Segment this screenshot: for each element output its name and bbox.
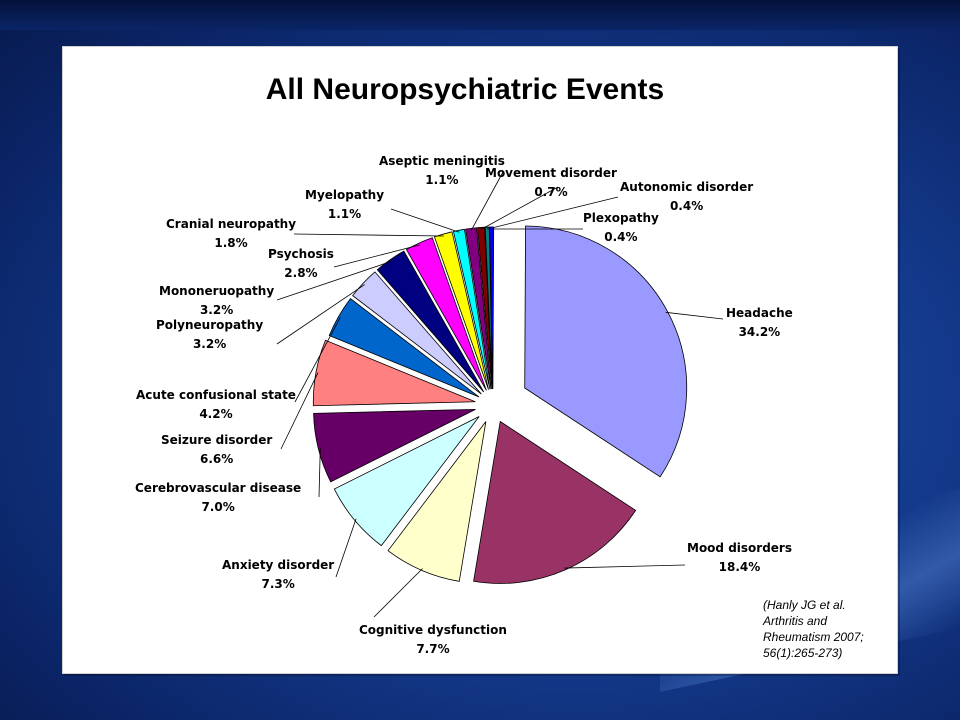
- pie-slice-anxiety-disorder: [333, 416, 480, 547]
- pie-slice-plexopathy: [489, 226, 495, 390]
- slice-value-label: 7.3%: [261, 577, 294, 591]
- slice-value-label: 4.2%: [199, 407, 232, 421]
- slice-label: Headache: [726, 306, 793, 320]
- slice-value-label: 1.8%: [214, 236, 247, 250]
- slice-value-label: 34.2%: [739, 325, 781, 339]
- leader-line: [487, 196, 619, 230]
- slice-label: Mononeruopathy: [159, 284, 274, 298]
- pie-chart: Headache 34.2% Mood disorders 18.4% Cognitiv…: [135, 154, 793, 656]
- slice-label: Mood disorders: [687, 541, 792, 555]
- leader-line: [318, 448, 321, 498]
- slice-label: Psychosis: [268, 247, 334, 261]
- leader-line: [276, 284, 365, 345]
- slice-label: Myelopathy: [305, 188, 384, 202]
- leader-line: [665, 311, 724, 320]
- leader-line: [276, 261, 392, 301]
- slice-label: Polyneuropathy: [156, 318, 263, 332]
- slice-label: Seizure disorder: [161, 433, 272, 447]
- slice-label: Movement disorder: [485, 166, 617, 180]
- slice-value-label: 18.4%: [719, 560, 761, 574]
- pie-slice-headache: [524, 225, 688, 478]
- slice-value-label: 0.7%: [534, 185, 567, 199]
- slice-value-label: 0.4%: [670, 199, 703, 213]
- leader-line: [293, 233, 444, 237]
- leader-line: [335, 518, 357, 578]
- leader-line: [470, 171, 504, 231]
- leader-line: [373, 568, 423, 618]
- pie-slice-aseptic-meningitis: [465, 227, 492, 390]
- pie-slice-mononeruopathy: [376, 250, 485, 393]
- pie-slice-cognitive-dysfunction: [387, 421, 487, 582]
- pie-slice-myelopathy: [452, 228, 491, 390]
- slice-label: Aseptic meningitis: [379, 154, 505, 168]
- pie-slice-seizure-disorder: [312, 339, 476, 407]
- slice-value-label: 7.0%: [201, 500, 234, 514]
- pie-slice-mood-disorders: [473, 420, 637, 584]
- pie-slice-psychosis: [405, 237, 487, 391]
- slice-label: Cranial neuropathy: [166, 217, 296, 231]
- slice-value-label: 2.8%: [284, 266, 317, 280]
- leader-line: [280, 372, 319, 450]
- leader-line: [480, 186, 559, 230]
- pie-slice-cerebrovascular-disease: [313, 408, 476, 483]
- slice-value-label: 1.1%: [328, 207, 361, 221]
- slice-value-label: 3.2%: [193, 337, 226, 351]
- slice-label: Acute confusional state: [136, 388, 296, 402]
- leader-line: [564, 564, 686, 569]
- slice-label: Plexopathy: [583, 211, 659, 225]
- pie-slice-polyneuropathy: [352, 271, 482, 395]
- slice-label: Cognitive dysfunction: [359, 623, 507, 637]
- citation-line: Rheumatism 2007;: [763, 630, 864, 644]
- citation-line: (Hanly JG et al.: [763, 598, 846, 612]
- pie-slice-cranial-neuropathy: [433, 231, 489, 390]
- chart-panel: All Neuropsychiatric Events Headache 34.2…: [62, 46, 898, 674]
- citation-line: Arthritis and: [763, 614, 828, 628]
- slice-value-label: 7.7%: [416, 642, 449, 656]
- pie-slice-acute-confusional-state: [328, 298, 480, 398]
- slice-value-label: 0.4%: [604, 230, 637, 244]
- slice-value-label: 6.6%: [200, 452, 233, 466]
- chart-title: All Neuropsychiatric Events: [265, 73, 665, 106]
- slice-value-label: 1.1%: [425, 173, 458, 187]
- pie-slice-autonomic-disorder: [484, 226, 493, 390]
- slice-value-label: 3.2%: [200, 303, 233, 317]
- slide-top-bar: [0, 0, 960, 30]
- leader-line: [390, 208, 460, 233]
- leader-line: [333, 244, 421, 268]
- slice-label: Autonomic disorder: [620, 180, 753, 194]
- citation: (Hanly JG et al. Arthritis and Rheumatis…: [763, 597, 903, 661]
- slice-label: Cerebrovascular disease: [135, 481, 301, 495]
- slice-label: Anxiety disorder: [222, 558, 334, 572]
- citation-line: 56(1):265-273): [763, 646, 843, 660]
- leader-line: [294, 317, 341, 403]
